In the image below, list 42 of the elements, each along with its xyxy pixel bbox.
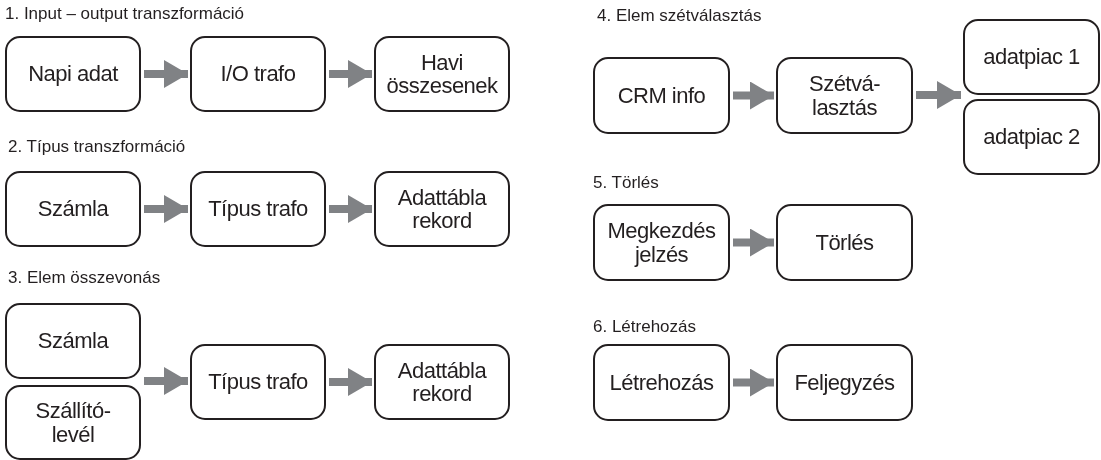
box-label: Feljegyzés: [794, 370, 895, 395]
section-heading: 5. Törlés: [593, 173, 659, 193]
box-label: Napi adat: [28, 62, 118, 86]
box-label: Számla: [37, 329, 109, 353]
section-heading: 2. Típus transzformáció: [8, 137, 186, 157]
process-box: [5, 385, 141, 460]
box-label: Számla: [37, 197, 109, 221]
box-label: adatpiac 2: [983, 125, 1080, 149]
box-label: Létrehozás: [609, 370, 714, 395]
process-box: [593, 344, 730, 421]
box-label: Típus trafo: [208, 197, 308, 221]
process-box: [5, 171, 141, 247]
process-box: [374, 344, 510, 420]
process-box: [190, 171, 326, 247]
process-box: [963, 99, 1100, 175]
section-heading: 4. Elem szétválasztás: [597, 6, 762, 26]
box-label: CRM info: [617, 83, 706, 108]
process-box: [776, 57, 913, 134]
process-box: [776, 204, 913, 281]
process-box: [190, 344, 326, 420]
process-box: [593, 57, 730, 134]
process-box: [374, 171, 510, 247]
process-box: [776, 344, 913, 421]
box-label: Szétvá- lasztás: [807, 72, 882, 119]
box-label: Adattábla rekord: [396, 358, 488, 406]
box-label: Szállító- levél: [34, 399, 112, 446]
process-box: [190, 36, 326, 112]
section-heading: 3. Elem összevonás: [8, 268, 161, 288]
process-box: [5, 303, 141, 379]
section-heading: 6. Létrehozás: [593, 317, 696, 337]
box-label: I/O trafo: [220, 62, 296, 86]
box-label: Havi összesenek: [385, 50, 499, 98]
process-box: [963, 19, 1100, 95]
box-label: Megkezdés jelzés: [606, 219, 717, 266]
box-label: Törlés: [815, 230, 874, 255]
process-box: [374, 36, 510, 112]
box-label: adatpiac 1: [983, 45, 1080, 69]
section-heading: 1. Input – output transzformáció: [5, 4, 245, 24]
process-box: [5, 36, 141, 112]
box-label: Adattábla rekord: [396, 185, 488, 233]
process-box: [593, 204, 730, 281]
box-label: Típus trafo: [208, 370, 308, 394]
